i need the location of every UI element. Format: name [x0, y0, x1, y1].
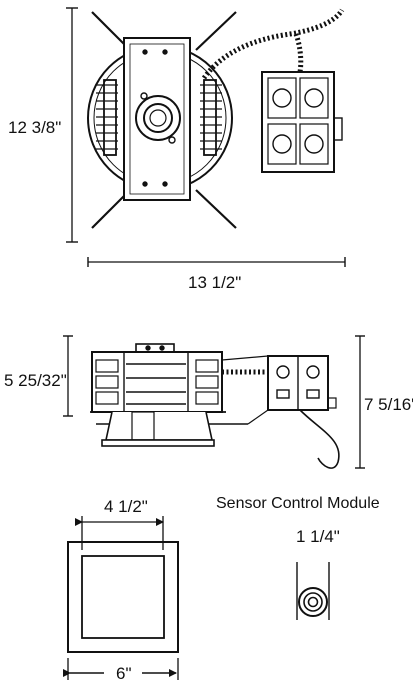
- side-right-dimension: [355, 335, 365, 469]
- top-width-dimension: [87, 257, 346, 267]
- trim-inner-width-label: 4 1/2": [104, 497, 148, 516]
- top-height-label: 12 3/8": [8, 118, 61, 137]
- trim-view: [63, 516, 179, 680]
- lamp-socket: [135, 95, 181, 141]
- flex-conduit: [201, 8, 345, 80]
- side-left-height-label: 5 25/32": [4, 371, 67, 390]
- sensor-lens-outer: [298, 587, 328, 617]
- side-right-height-label: 7 5/16": [364, 395, 413, 414]
- side-junction-box: [267, 355, 337, 411]
- junction-box: [261, 71, 343, 173]
- trim-outer: [67, 541, 179, 653]
- sensor-width-label: 1 1/4": [296, 527, 340, 546]
- sensor-lead-wire: [299, 409, 340, 469]
- trim-inner: [81, 555, 165, 639]
- top-height-dimension: [66, 7, 78, 243]
- sensor-module: [296, 562, 330, 620]
- top-view: [66, 7, 346, 267]
- side-left-dimension: [63, 335, 73, 417]
- trim-outer-width-label: 6": [116, 664, 132, 681]
- top-width-label: 13 1/2": [188, 273, 241, 292]
- side-view: [63, 335, 365, 469]
- sensor-lens-inner: [307, 596, 319, 608]
- sensor-module-title: Sensor Control Module: [216, 495, 380, 512]
- side-housing: [91, 351, 223, 413]
- coil-details: [96, 79, 222, 156]
